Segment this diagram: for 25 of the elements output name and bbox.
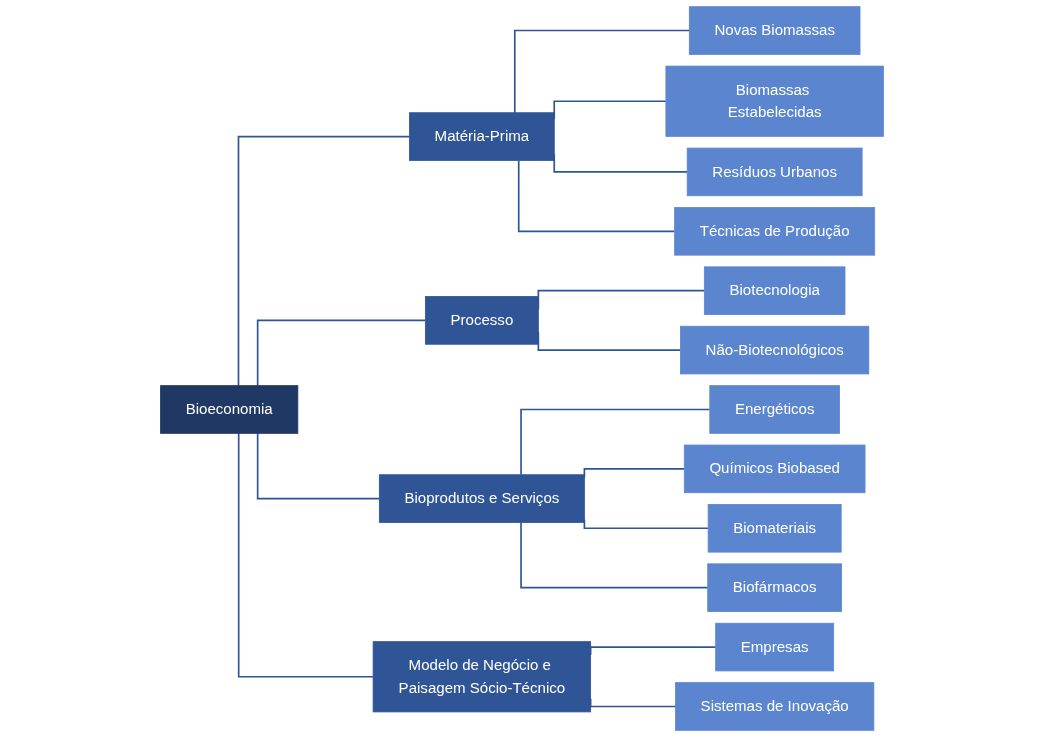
connector — [520, 408, 711, 476]
node-box: Sistemas de Inovação — [675, 682, 875, 731]
node-box: Técnicas de Produção — [674, 207, 876, 256]
node-box: Biomassas Estabelecidas — [665, 65, 884, 137]
connector — [513, 29, 691, 114]
connector — [520, 521, 709, 589]
connector — [237, 432, 374, 678]
node-box: Modelo de Negócio e Paisagem Sócio-Técnico — [372, 641, 592, 713]
connector — [517, 159, 676, 233]
node-box: Bioeconomia — [160, 385, 299, 434]
node-box: Novas Biomassas — [688, 6, 861, 55]
connector — [256, 319, 427, 387]
node-box: Energéticos — [709, 385, 840, 434]
node-box: Biofármacos — [707, 563, 843, 612]
node-box: Biotecnologia — [703, 266, 846, 315]
node-box: Empresas — [715, 622, 835, 672]
node-box: Biomateriais — [707, 504, 842, 553]
node-box: Químicos Biobased — [683, 444, 866, 494]
connector — [237, 135, 411, 387]
node-box: Processo — [424, 296, 539, 345]
node-box: Resíduos Urbanos — [686, 147, 863, 197]
node-box: Bioprodutos e Serviços — [378, 474, 585, 523]
connector — [256, 432, 381, 500]
node-box: Não-Biotecnológicos — [680, 325, 870, 375]
node-box: Matéria-Prima — [409, 112, 555, 161]
